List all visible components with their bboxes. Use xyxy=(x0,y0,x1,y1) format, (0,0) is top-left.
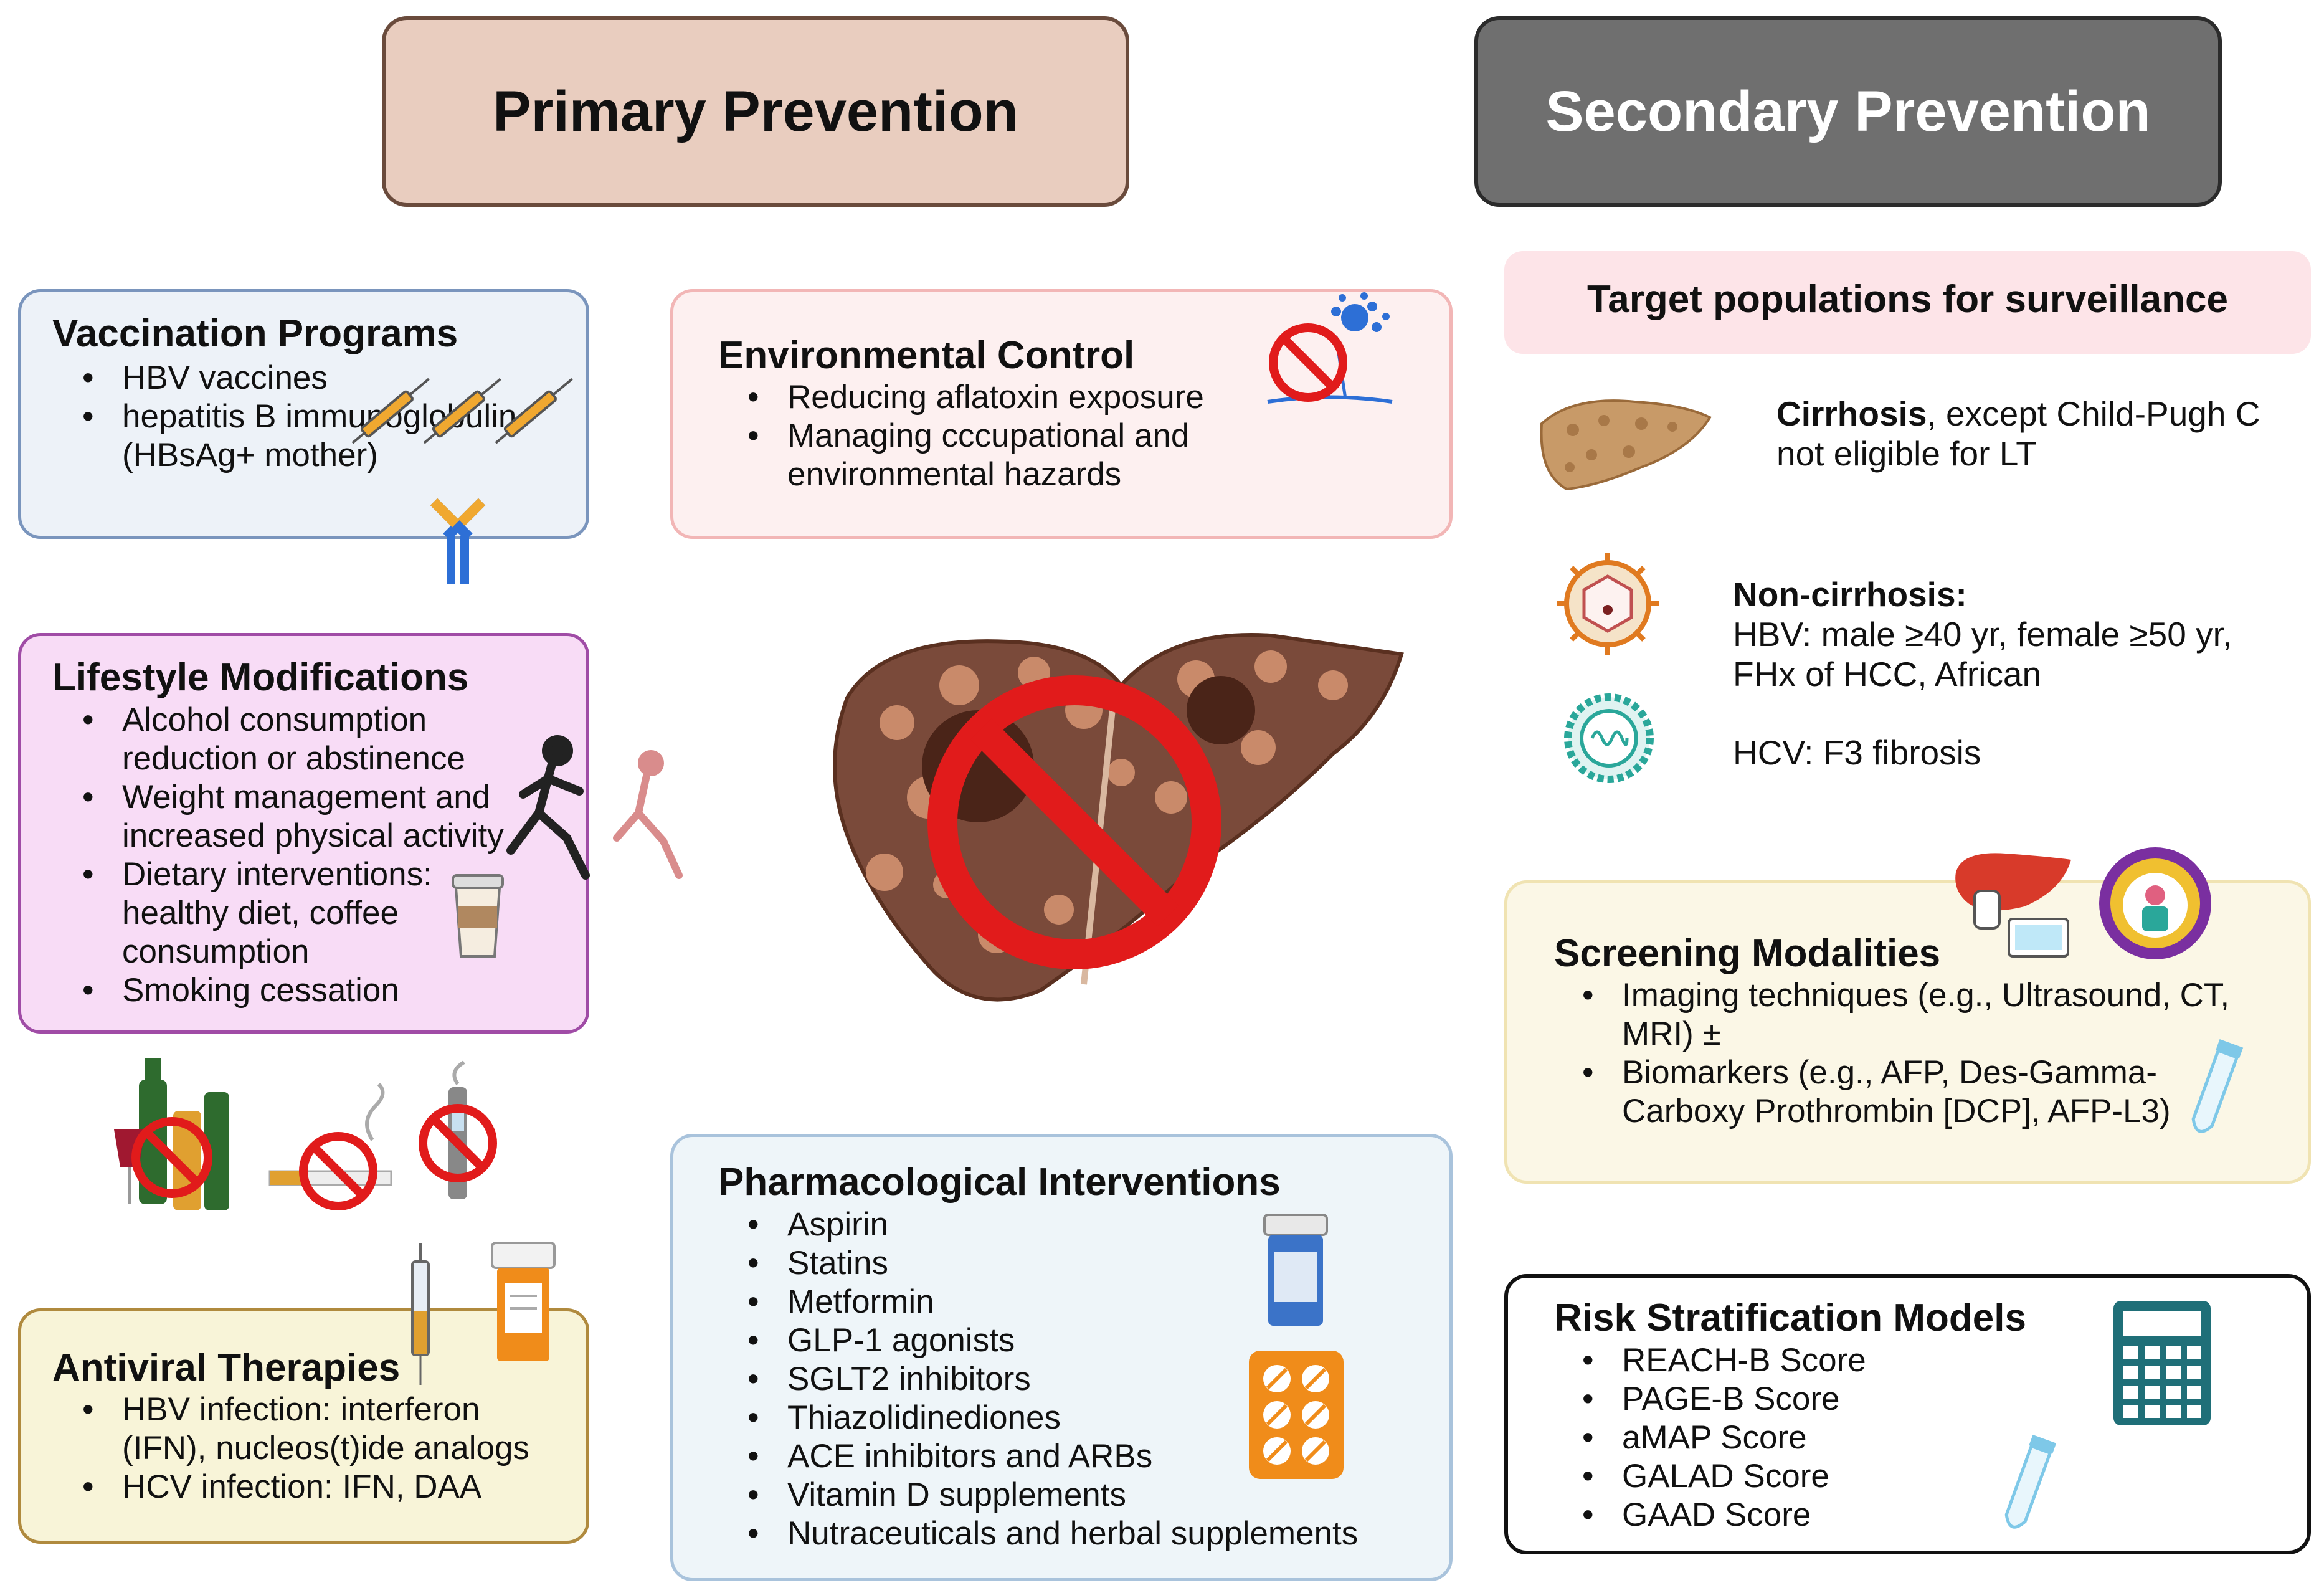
list-item: GALAD Score xyxy=(1557,1457,2056,1496)
primary-prevention-title: Primary Prevention xyxy=(493,79,1018,143)
cirrhotic-liver-icon xyxy=(1540,399,1712,491)
list-item: SGLT2 inhibitors xyxy=(723,1360,1408,1399)
coffee-cup-icon xyxy=(452,874,504,958)
pill-bottle-icon xyxy=(491,1242,556,1361)
no-alcohol-icon xyxy=(114,1058,229,1210)
list-item: Imaging techniques (e.g., Ultrasound, CT… xyxy=(1557,976,2242,1053)
antibody-icon xyxy=(430,498,486,584)
antiviral-list: HBV infection: interferon (IFN), nucleos… xyxy=(57,1391,556,1506)
list-item: GAAD Score xyxy=(1557,1496,2056,1534)
list-item: Reducing aflatoxin exposure xyxy=(723,378,1246,417)
pharmacological-title: Pharmacological Interventions xyxy=(718,1161,1281,1204)
pill-pack-icon xyxy=(1249,1351,1344,1479)
list-item: Dietary interventions: healthy diet, cof… xyxy=(57,855,537,971)
environmental-list: Reducing aflatoxin exposure Managing ccc… xyxy=(723,378,1246,494)
non-cirrhosis-title: Non-cirrhosis: xyxy=(1733,575,1967,614)
hcv-virus-icon xyxy=(1564,693,1654,783)
cirrhosis-text: Cirrhosis, except Child-Pugh C not eligi… xyxy=(1776,394,2287,473)
injection-syringe-icon xyxy=(411,1243,430,1385)
list-item: Weight management and increased physical… xyxy=(57,778,537,855)
medicine-bottle-icon xyxy=(1263,1214,1328,1326)
list-item: HBV vaccines xyxy=(57,359,531,397)
test-tube-icon xyxy=(2004,1434,2057,1529)
cirrhosis-label: Cirrhosis xyxy=(1776,394,1927,433)
secondary-prevention-header: Secondary Prevention xyxy=(1474,16,2222,207)
target-populations-title: Target populations for surveillance xyxy=(1587,278,2228,321)
list-item: Biomarkers (e.g., AFP, Des-Gamma-Carboxy… xyxy=(1557,1053,2242,1131)
risk-list: REACH-B Score PAGE-B Score aMAP Score GA… xyxy=(1557,1341,2056,1534)
test-tube-icon xyxy=(2191,1039,2244,1133)
vaccination-title: Vaccination Programs xyxy=(52,312,458,355)
list-item: Vitamin D supplements xyxy=(723,1476,1408,1515)
list-item: HCV infection: IFN, DAA xyxy=(57,1468,556,1506)
aflatoxin-mold-icon xyxy=(1267,292,1393,404)
no-smoking-icon xyxy=(268,1082,392,1210)
screening-list: Imaging techniques (e.g., Ultrasound, CT… xyxy=(1557,976,2242,1131)
pharmacological-list: Aspirin Statins Metformin GLP-1 agonists… xyxy=(723,1205,1408,1553)
list-item: Nutraceuticals and herbal supplements xyxy=(723,1515,1408,1553)
list-item: ACE inhibitors and ARBs xyxy=(723,1437,1408,1476)
cirrhosis-description: , except Child-Pugh C not eligible for L… xyxy=(1776,394,2260,473)
list-item: Smoking cessation xyxy=(57,971,537,1010)
hbv-virus-icon xyxy=(1557,553,1659,655)
list-item: Managing cccupational and environmental … xyxy=(723,417,1246,494)
lifestyle-title: Lifestyle Modifications xyxy=(52,656,469,699)
list-item: HBV infection: interferon (IFN), nucleos… xyxy=(57,1391,556,1468)
hcv-criteria-text: HCV: F3 fibrosis xyxy=(1733,733,1981,772)
environmental-title: Environmental Control xyxy=(718,334,1135,377)
list-item: PAGE-B Score xyxy=(1557,1380,2056,1419)
list-item: Alcohol consumption reduction or abstine… xyxy=(57,701,537,778)
lifestyle-list: Alcohol consumption reduction or abstine… xyxy=(57,701,537,1010)
list-item: REACH-B Score xyxy=(1557,1341,2056,1380)
list-item: GLP-1 agonists xyxy=(723,1321,1408,1360)
list-item: Statins xyxy=(723,1244,1408,1283)
hbv-criteria-text: HBV: male ≥40 yr, female ≥50 yr, FHx of … xyxy=(1733,615,2232,693)
list-item: aMAP Score xyxy=(1557,1419,2056,1457)
primary-prevention-header: Primary Prevention xyxy=(382,16,1129,207)
no-vape-icon xyxy=(419,1060,497,1199)
mri-scanner-icon xyxy=(2099,847,2211,959)
list-item: Thiazolidinediones xyxy=(723,1399,1408,1437)
antiviral-title: Antiviral Therapies xyxy=(52,1346,401,1389)
syringe-icon xyxy=(351,378,573,444)
list-item: Aspirin xyxy=(723,1205,1408,1244)
calculator-icon xyxy=(2113,1301,2211,1425)
screening-title: Screening Modalities xyxy=(1554,932,1941,975)
runners-icon xyxy=(506,735,683,880)
liver-tumor-prohibition-icon xyxy=(833,633,1404,1002)
secondary-prevention-title: Secondary Prevention xyxy=(1545,79,2151,143)
ultrasound-icon xyxy=(1955,853,2071,958)
target-populations-box xyxy=(1504,251,2311,354)
risk-title: Risk Stratification Models xyxy=(1554,1296,2026,1339)
list-item: Metformin xyxy=(723,1283,1408,1321)
